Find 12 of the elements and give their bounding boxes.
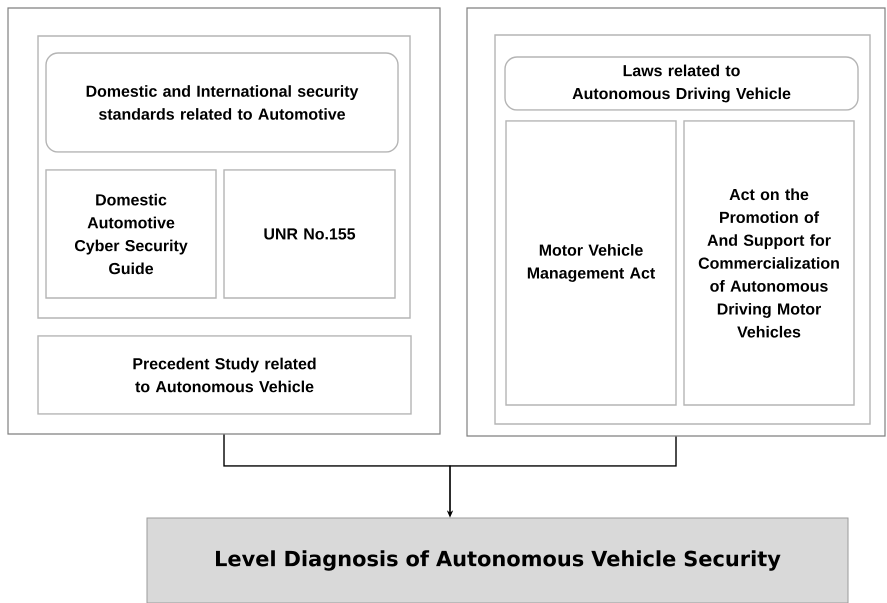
text-box: Motor Vehicle Management Act <box>505 120 677 406</box>
group-panel <box>37 35 411 319</box>
rounded-heading-box: Laws related to Autonomous Driving Vehicle <box>504 56 859 111</box>
rounded-heading-box: Domestic and International security standards related to Automotive <box>45 52 399 153</box>
text-box: UNR No.155 <box>223 169 396 299</box>
text-box: Domestic Automotive Cyber Security Guide <box>45 169 217 299</box>
text-box: Precedent Study related to Autonomous Vehicle <box>37 335 412 415</box>
group-panel <box>7 7 441 435</box>
text-box: Act on the Promotion of And Support for Commercialization of Autonomous Driving Motor Vehicles <box>683 120 855 406</box>
group-panel <box>466 7 886 437</box>
group-panel <box>494 34 871 425</box>
result-box: Level Diagnosis of Autonomous Vehicle Security <box>146 517 848 603</box>
